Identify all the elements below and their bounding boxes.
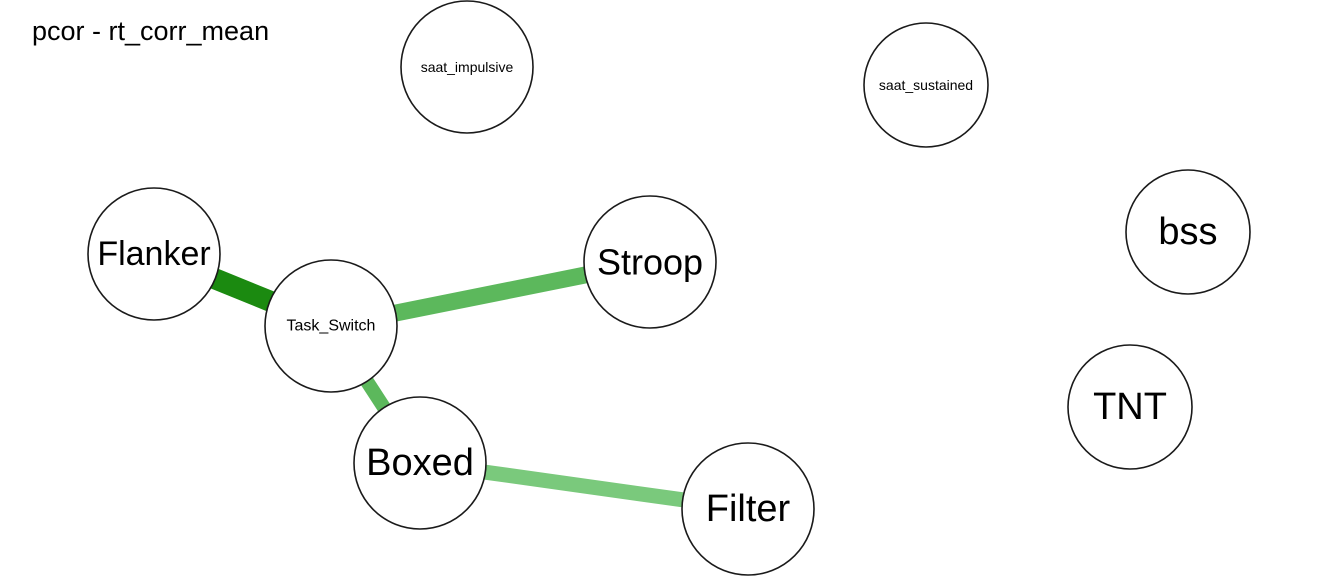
graph-node-Task_Switch[interactable]: Task_Switch [264,259,398,393]
graph-node-saat_impulsive[interactable]: saat_impulsive [400,0,534,134]
node-label-Task_Switch: Task_Switch [287,318,376,335]
graph-node-Boxed[interactable]: Boxed [353,396,487,530]
node-label-Stroop: Stroop [597,242,703,283]
node-circle-Boxed[interactable] [353,396,487,530]
node-label-Flanker: Flanker [97,235,210,273]
edges-layer [209,266,686,508]
node-circle-saat_impulsive[interactable] [400,0,534,134]
graph-edge-Flanker-Task_Switch[interactable] [209,268,276,312]
graph-node-saat_sustained[interactable]: saat_sustained [863,22,989,148]
node-circle-TNT[interactable] [1067,344,1193,470]
node-circle-Flanker[interactable] [87,187,221,321]
node-label-saat_impulsive: saat_impulsive [421,59,514,75]
node-label-bss: bss [1158,211,1217,253]
node-circle-Filter[interactable] [681,442,815,576]
graph-edge-Boxed-Filter[interactable] [482,464,686,508]
node-label-Filter: Filter [706,488,791,530]
node-label-TNT: TNT [1093,386,1167,428]
graph-node-Stroop[interactable]: Stroop [583,195,717,329]
graph-node-bss[interactable]: bss [1125,169,1251,295]
graph-node-Flanker[interactable]: Flanker [87,187,221,321]
graph-edge-Task_Switch-Stroop[interactable] [392,266,589,322]
graph-edge-Task_Switch-Boxed[interactable] [359,375,392,414]
node-label-Boxed: Boxed [366,442,474,484]
page-title: pcor - rt_corr_mean [32,16,270,46]
node-circle-Task_Switch[interactable] [264,259,398,393]
node-label-saat_sustained: saat_sustained [879,77,973,93]
node-circle-bss[interactable] [1125,169,1251,295]
graph-node-TNT[interactable]: TNT [1067,344,1193,470]
node-circle-Stroop[interactable] [583,195,717,329]
node-circle-saat_sustained[interactable] [863,22,989,148]
graph-node-Filter[interactable]: Filter [681,442,815,576]
